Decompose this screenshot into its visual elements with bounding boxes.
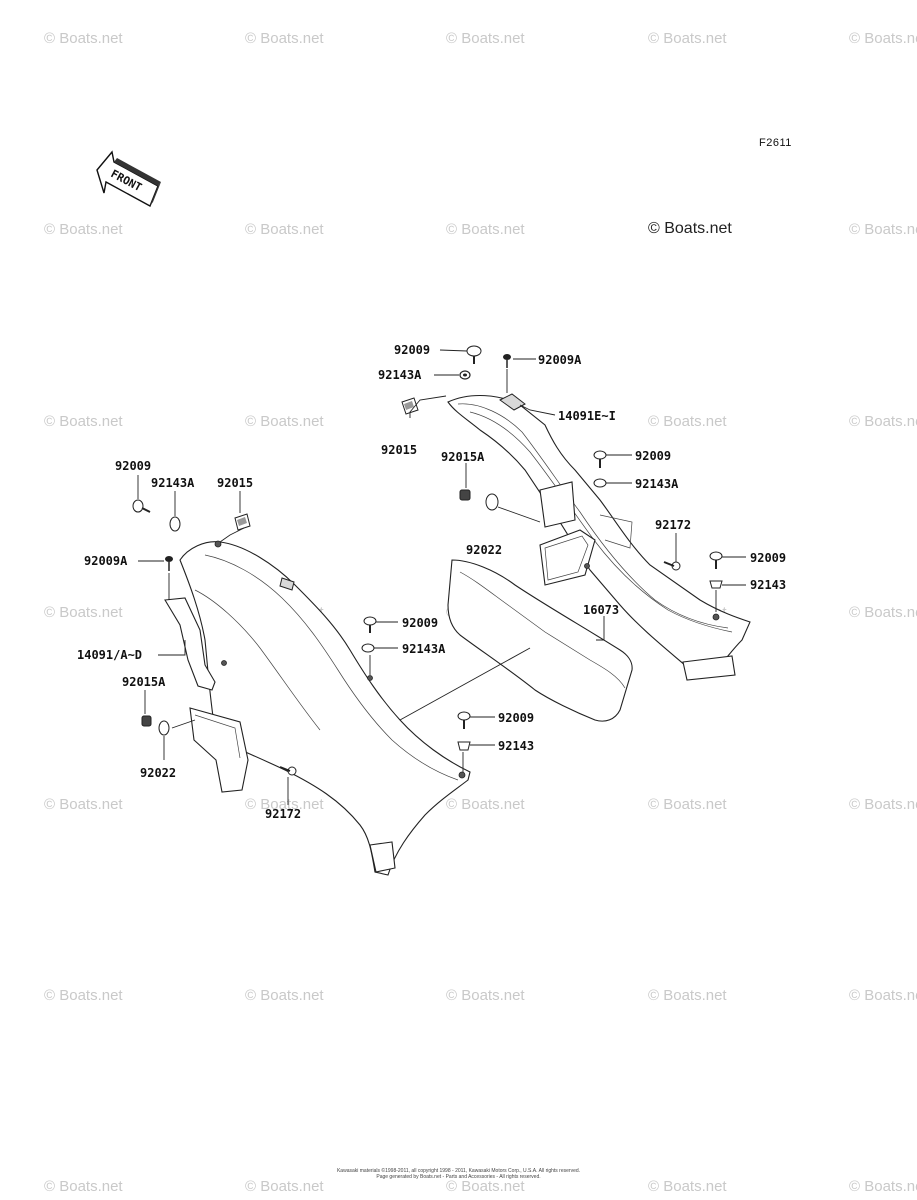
part-label: 92015A [441, 450, 485, 464]
watermark: © Boats.net [44, 221, 123, 238]
nut-icon [141, 715, 152, 727]
watermark: © Boats.net [245, 1178, 324, 1195]
part-label: 92009 [635, 449, 671, 463]
washer-icon [158, 720, 170, 736]
watermark: © Boats.net [849, 30, 917, 47]
part-label: 14091E~I [558, 409, 616, 423]
grommet-icon [457, 741, 471, 751]
footer-line: Kawasaki materials ©1998-2011, all copyr… [336, 1168, 581, 1174]
part-label: 92009 [402, 616, 438, 630]
screw-icon [709, 551, 723, 569]
screw-icon [363, 616, 377, 633]
watermark: © Boats.net [44, 1178, 123, 1195]
watermark: © Boats.net [849, 413, 917, 430]
part-label: 92015 [381, 443, 417, 457]
part-label: 92143 [498, 739, 534, 753]
part-label: 16073 [583, 603, 619, 617]
watermark: © Boats.net [849, 221, 917, 238]
washer-icon [485, 493, 499, 511]
part-label: 92009 [498, 711, 534, 725]
part-label: 14091/A~D [77, 648, 142, 662]
watermark: © Boats.net [446, 30, 525, 47]
figure-code: F2611 [759, 137, 792, 149]
main-watermark: © Boats.net [648, 220, 732, 237]
part-label: 92009 [115, 459, 151, 473]
part-label: 92172 [265, 807, 301, 821]
screw-icon [466, 345, 482, 364]
part-label: 92009 [394, 343, 430, 357]
washer-icon [459, 370, 471, 380]
watermark: © Boats.net [245, 796, 324, 813]
watermark: © Boats.net [648, 30, 727, 47]
left-side-cover [164, 540, 471, 876]
watermark: © Boats.net [44, 413, 123, 430]
screw-icon [132, 499, 151, 513]
watermark: © Boats.net [245, 987, 324, 1004]
watermark: © Boats.net [849, 604, 917, 621]
part-label: 92143A [151, 476, 195, 490]
leader-line [399, 647, 531, 721]
watermark: © Boats.net [44, 604, 123, 621]
part-label: 92143A [635, 477, 679, 491]
clip-nut-icon [401, 397, 419, 415]
grommet-icon [709, 580, 723, 589]
part-label: 92015A [122, 675, 166, 689]
watermark: © Boats.net [245, 30, 324, 47]
copyright-footer: Kawasaki materials ©1998-2011, all copyr… [0, 1168, 917, 1180]
part-label: 92009 [750, 551, 786, 565]
screw-icon [593, 450, 607, 468]
part-label: 92143A [378, 368, 422, 382]
watermark: © Boats.net [245, 413, 324, 430]
watermark: © Boats.net [245, 221, 324, 238]
washer-icon [361, 643, 375, 653]
clip-nut-icon [234, 513, 251, 531]
watermark: © Boats.net [849, 987, 917, 1004]
part-label: 92143 [750, 578, 786, 592]
leader-lines [137, 349, 746, 805]
part-label: 92009A [538, 353, 582, 367]
watermark: © Boats.net [44, 987, 123, 1004]
part-label: 92143A [402, 642, 446, 656]
footer-line: Page generated by Boats.net - Parts and … [376, 1174, 541, 1180]
watermark: © Boats.net [44, 30, 123, 47]
bolt-icon [165, 556, 173, 571]
part-labels: 92009 92009A 92143A 14091E~I 92015 92015… [77, 343, 786, 821]
front-arrow-icon: FRONT [96, 150, 161, 207]
part-label: 92022 [140, 766, 176, 780]
part-label: 92009A [84, 554, 128, 568]
watermark: © Boats.net [648, 796, 727, 813]
right-side-cover [447, 393, 751, 681]
watermark: © Boats.net [446, 1178, 525, 1195]
watermark: © Boats.net [446, 987, 525, 1004]
bolt-icon [279, 766, 297, 776]
watermark: © Boats.net [849, 1178, 917, 1195]
watermark: © Boats.net [648, 987, 727, 1004]
inner-cover-16073 [447, 559, 633, 722]
part-label: 92015 [217, 476, 253, 490]
bolt-icon [503, 354, 511, 368]
nut-icon [459, 489, 471, 501]
bolt-icon [663, 561, 681, 571]
part-label: 92172 [655, 518, 691, 532]
washer-icon [593, 478, 607, 488]
watermark: © Boats.net [648, 413, 727, 430]
watermark: © Boats.net [446, 221, 525, 238]
watermark: © Boats.net [446, 796, 525, 813]
screw-icon [457, 711, 471, 729]
washer-icon [169, 516, 181, 532]
watermark: © Boats.net [44, 796, 123, 813]
part-label: 92022 [466, 543, 502, 557]
watermark: © Boats.net [648, 1178, 727, 1195]
watermark: © Boats.net [849, 796, 917, 813]
